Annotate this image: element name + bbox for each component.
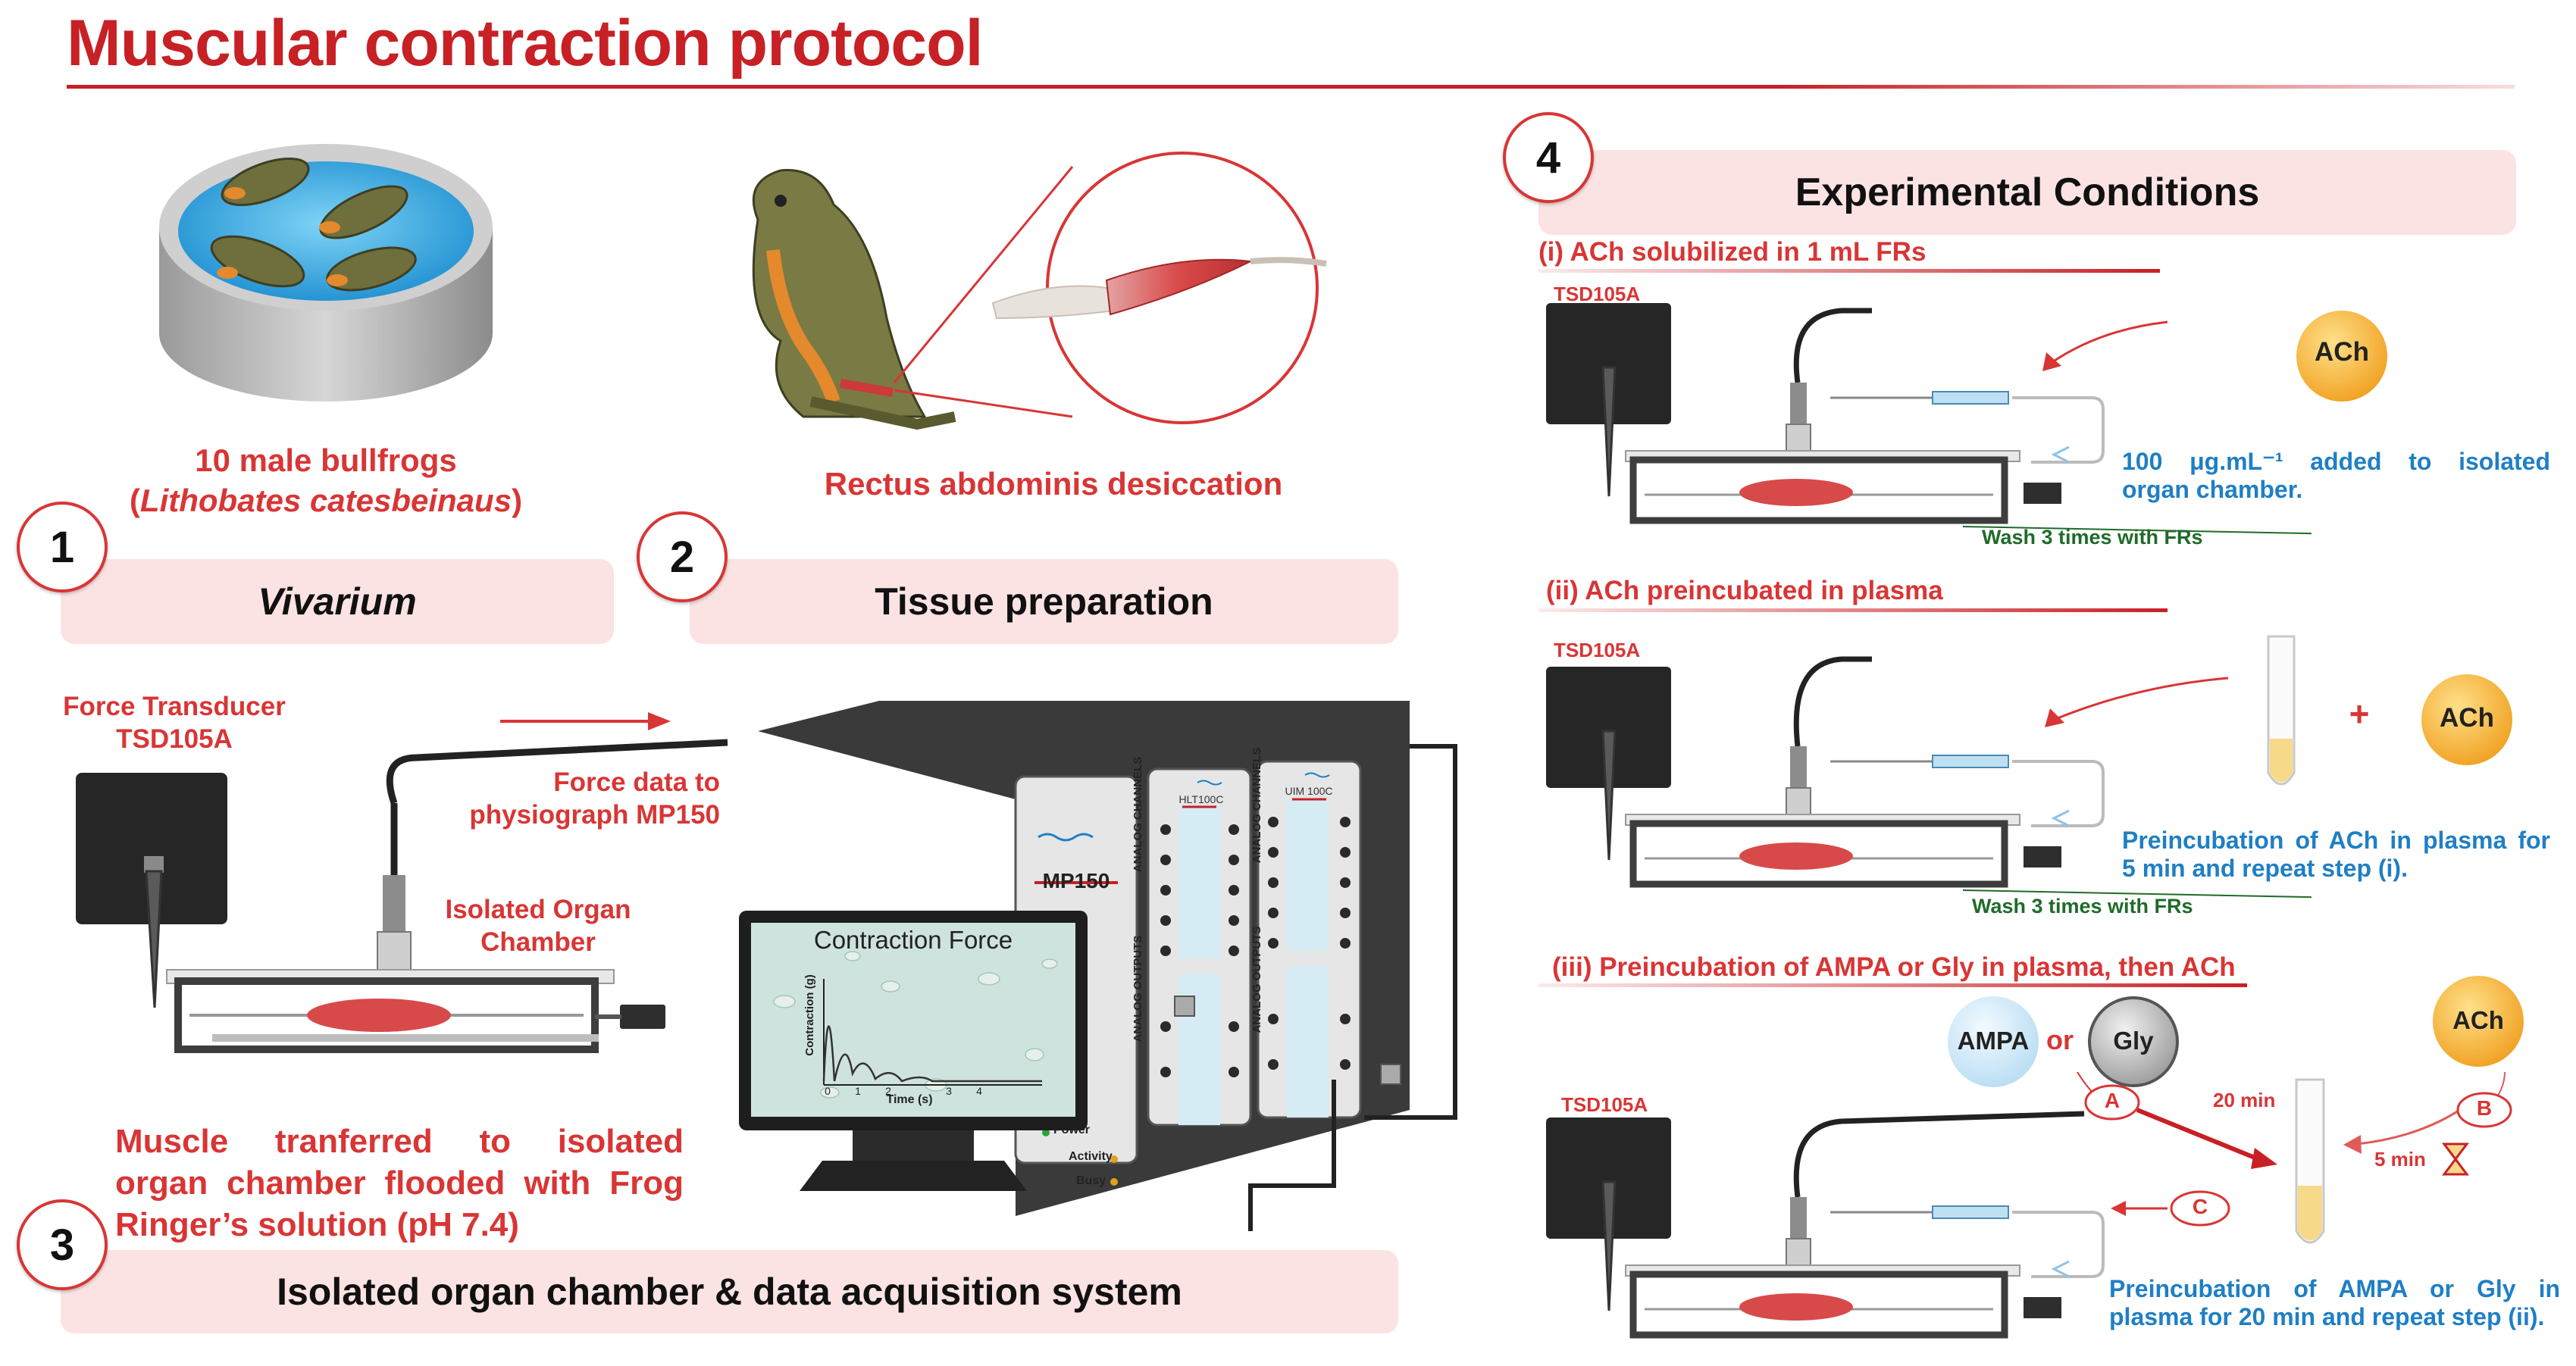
frog-dissection-illustration [752, 152, 1327, 430]
condition-i-setup-illustration [1546, 303, 2312, 535]
mp150-label: MP150 [1042, 869, 1110, 892]
monitor-x-tick-0: 0 [825, 1085, 831, 1097]
muscle-note-line3: Ringer’s solution (pH 7.4) [115, 1206, 519, 1243]
chamber-label-line2: Chamber [480, 927, 596, 957]
page-title: Muscular contraction protocol [67, 7, 984, 80]
species-name: Lithobates catesbeinaus [139, 483, 512, 518]
condition-iii-setup-illustration [1546, 1072, 2512, 1339]
step4-number: 4 [1503, 112, 1594, 203]
condition-i-ach-label: ACh [2315, 337, 2369, 367]
muscle-note-line1: Muscle tranferred to isolated [115, 1123, 684, 1160]
transducer-label-line1: Force Transducer [63, 692, 286, 721]
activity-indicator-label: Activity [1069, 1150, 1113, 1163]
gly-label: Gly [2113, 1027, 2154, 1055]
step1-band: Vivarium [61, 559, 614, 644]
ampa-molecule [1948, 996, 2039, 1087]
vivarium-caption-line1: 10 male bullfrogs [195, 442, 457, 478]
vivarium-caption-line2: (Lithobates catesbeinaus) [129, 483, 523, 518]
condition-iii-rule [1538, 983, 2247, 987]
condition-ii-note-line1: Preincubation of ACh in plasma for [2122, 827, 2550, 854]
step2-number: 2 [637, 511, 728, 602]
condition-i-note-line1: 100 μg.mL⁻¹ added to isolated [2122, 448, 2550, 475]
ampa-label: AMPA [1957, 1027, 2030, 1055]
transducer-label-line2: TSD105A [116, 724, 233, 754]
force-data-label-line2: physiograph MP150 [469, 800, 720, 830]
condition-ii-heading: (ii) ACh preincubated in plasma [1546, 576, 1943, 605]
frog-tank-illustration [159, 144, 493, 402]
tissue-caption: Rectus abdominis desiccation [824, 466, 1283, 502]
monitor-x-tick-2: 2 [885, 1085, 891, 1097]
condition-ii-rule [1538, 608, 2168, 612]
condition-iii-note-line2: plasma for 20 min and repeat step (ii). [2109, 1303, 2545, 1330]
uim-analog-outputs-label: ANALOG OUTPUTS [1250, 926, 1263, 1033]
monitor-x-axis-label: Time (s) [886, 1093, 933, 1106]
title-rule [67, 85, 2515, 89]
monitor-x-tick-4: 4 [976, 1085, 982, 1097]
hlt-analog-channels-label: ANALOG CHANNELS [1131, 756, 1144, 873]
condition-i-heading: (i) ACh solubilized in 1 mL FRs [1538, 237, 1927, 267]
condition-i-wash-label: Wash 3 times with FRs [1982, 526, 2203, 549]
step2-band: Tissue preparation [690, 559, 1398, 644]
busy-indicator-label: Busy [1076, 1174, 1106, 1187]
condition-iii-heading: (iii) Preincubation of AMPA or Gly in pl… [1552, 952, 2236, 982]
monitor-x-tick-1: 1 [855, 1085, 861, 1097]
gly-molecule [2088, 996, 2179, 1087]
hlt100c-label: HLT100C [1178, 793, 1224, 805]
condition-ii-setup-illustration [1546, 656, 2312, 899]
condition-iii-ach-label: ACh [2452, 1006, 2504, 1034]
monitor [739, 911, 1088, 1191]
condition-ii-tsd-label: TSD105A [1554, 639, 1641, 661]
organ-chamber-setup-illustration [76, 739, 728, 1053]
monitor-x-tick-3: 3 [946, 1085, 952, 1097]
step3-band: Isolated organ chamber & data acquisitio… [61, 1250, 1398, 1333]
force-data-arrow [500, 712, 671, 730]
condition-i-tsd-label: TSD105A [1554, 283, 1641, 305]
chamber-label-line1: Isolated Organ [445, 895, 631, 924]
step-a-marker: A [2104, 1089, 2121, 1112]
muscle-note-line2: organ chamber flooded with Frog [115, 1164, 684, 1202]
condition-iii-note-line1: Preincubation of AMPA or Gly in [2109, 1275, 2560, 1302]
monitor-y-axis-label: Contraction (g) [803, 974, 816, 1056]
condition-ii-ach-molecule [2421, 674, 2512, 765]
condition-i-note-line2: organ chamber. [2122, 476, 2303, 503]
condition-iii-ach-molecule [2433, 976, 2524, 1067]
condition-ii-plasma-tube [2267, 635, 2296, 786]
condition-ii-ach-label: ACh [2440, 703, 2494, 733]
condition-ii-wash-label: Wash 3 times with FRs [1972, 895, 2193, 917]
step-b-marker: B [2476, 1096, 2493, 1120]
step1-number: 1 [17, 502, 108, 592]
condition-ii-plus-sign: + [2349, 694, 2370, 733]
uim-analog-channels-label: ANALOG CHANNELS [1250, 747, 1263, 864]
or-label: or [2046, 1024, 2074, 1055]
step4-band: Experimental Conditions [1538, 150, 2516, 235]
condition-ii-note-line2: 5 min and repeat step (i). [2122, 855, 2408, 882]
step-c-marker: C [2192, 1195, 2208, 1218]
uim100c-label: UIM 100C [1285, 785, 1333, 797]
step3-number: 3 [17, 1199, 108, 1290]
condition-i-rule [1538, 269, 2160, 273]
condition-i-ach-molecule [2296, 311, 2387, 402]
hlt-analog-outputs-label: ANALOG OUTPUTS [1131, 935, 1144, 1042]
incubation-5min-label: 5 min [2374, 1148, 2426, 1171]
monitor-chart-title: Contraction Force [813, 926, 1013, 954]
condition-iii-tsd-label: TSD105A [1561, 1093, 1648, 1116]
force-data-label-line1: Force data to [553, 767, 720, 797]
incubation-20min-label: 20 min [2213, 1089, 2276, 1111]
